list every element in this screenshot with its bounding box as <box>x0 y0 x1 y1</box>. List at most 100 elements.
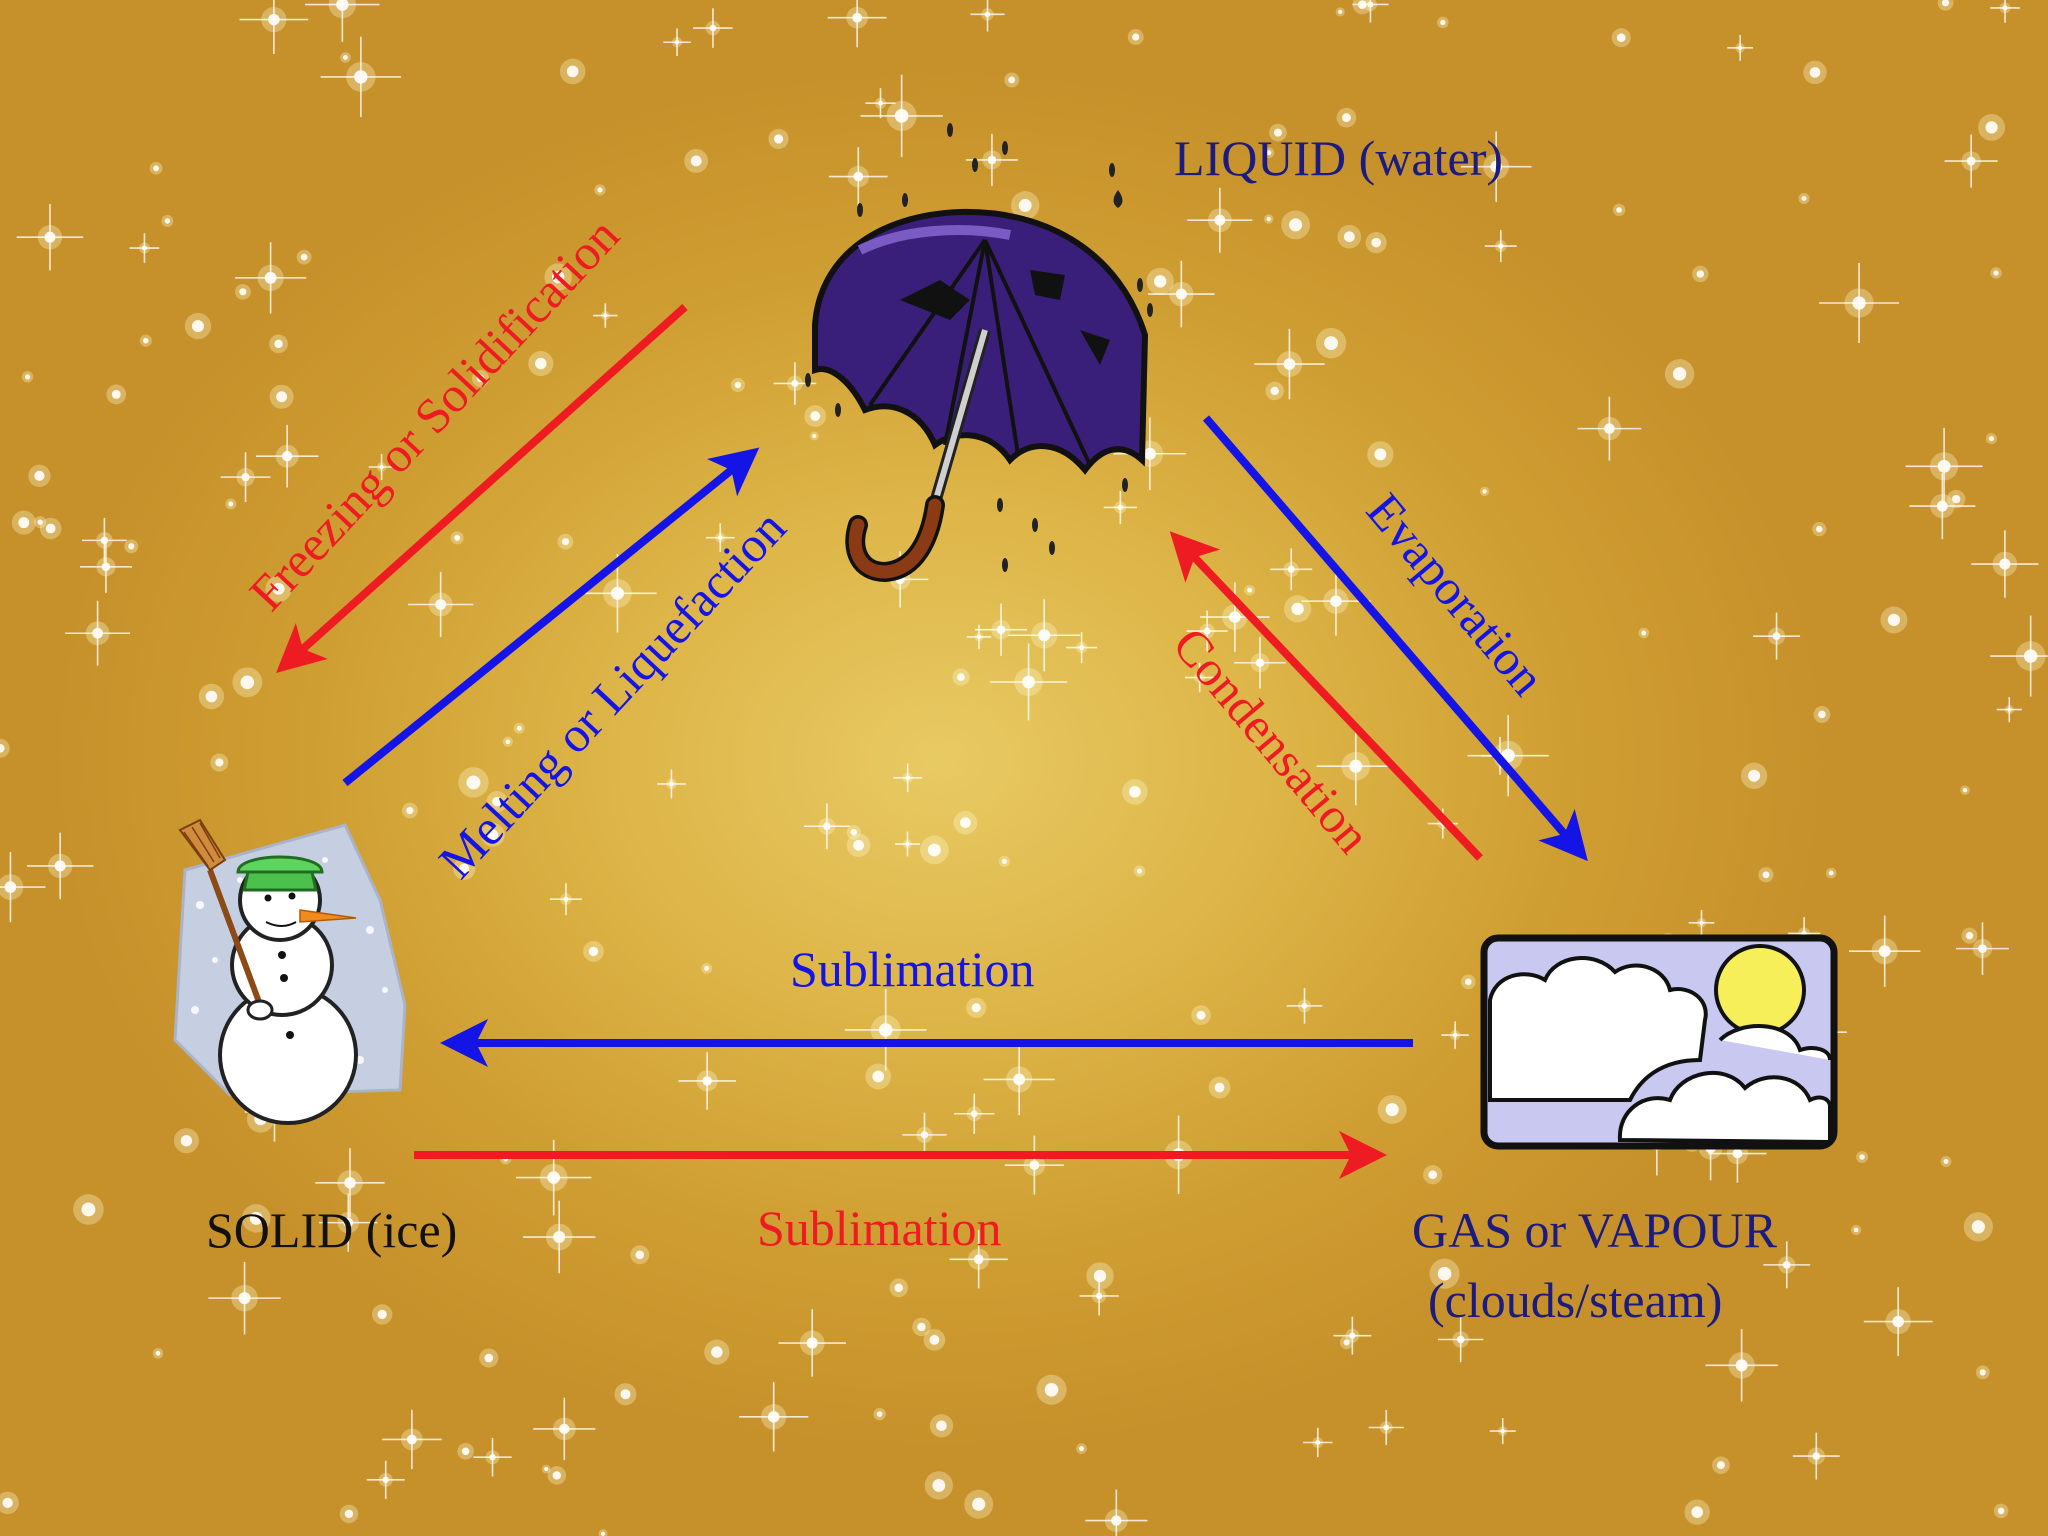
sparkle <box>1611 28 1631 48</box>
sparkle <box>1905 427 1983 505</box>
umbrella-rain-icon <box>805 123 1153 583</box>
sparkle <box>0 738 10 758</box>
sparkle <box>865 88 896 119</box>
sparkle <box>315 1148 385 1218</box>
sparkle <box>920 835 949 865</box>
melting-arrow <box>342 447 760 787</box>
sparkle <box>1753 612 1801 660</box>
sparkle <box>1004 1135 1064 1195</box>
sparkle <box>966 624 992 650</box>
sparkle <box>481 823 505 847</box>
sparkle <box>269 334 288 354</box>
sparkle <box>1638 627 1650 639</box>
sparkle <box>1975 1365 1990 1380</box>
sparkle <box>1437 16 1449 29</box>
sparkle <box>21 371 34 383</box>
sparkle <box>1429 1258 1460 1289</box>
sparkle <box>768 128 789 150</box>
sparkle <box>1368 1409 1404 1446</box>
label-sublimation-bottom: Sublimation <box>757 1200 1002 1256</box>
sparkle <box>124 539 139 554</box>
sparkle <box>954 1093 995 1134</box>
sparkle <box>65 600 131 666</box>
sparkle <box>902 1112 947 1158</box>
sparkle <box>1996 696 2022 723</box>
sparkle <box>1076 1443 1087 1455</box>
sparkle <box>1825 867 1837 879</box>
sparkle <box>593 303 618 328</box>
sparkle <box>1234 636 1286 689</box>
sparkle <box>828 147 888 206</box>
sparkle <box>705 523 735 553</box>
sparkle <box>225 498 237 510</box>
sparkle <box>81 517 127 563</box>
sparkle <box>1577 396 1642 461</box>
sparkle <box>1010 191 1040 220</box>
sparkle <box>401 802 418 819</box>
sparkle <box>255 424 319 488</box>
sparkle <box>1244 584 1255 596</box>
sparkle <box>0 851 46 923</box>
sparkle <box>1122 778 1148 805</box>
sparkle <box>1208 1076 1231 1099</box>
sparkle <box>970 0 1005 32</box>
label-liquid: LIQUID (water) <box>1174 130 1504 186</box>
sparkle <box>1727 34 1754 61</box>
sparkle <box>1283 595 1312 623</box>
sparkle <box>1286 988 1323 1024</box>
label-gas-line2: (clouds/steam) <box>1428 1272 1723 1328</box>
sparkle <box>809 431 819 441</box>
sparkle <box>894 831 920 857</box>
sparkle <box>1813 706 1831 723</box>
sparkle <box>1301 566 1371 636</box>
sparkle <box>929 1414 954 1438</box>
sparkle <box>533 1397 596 1461</box>
sparkle <box>1763 1241 1811 1289</box>
sparkle <box>1148 260 1215 328</box>
evaporation-arrow <box>1202 415 1588 862</box>
sparkle <box>1254 328 1325 400</box>
sparkle <box>630 1245 650 1265</box>
sparkle <box>730 377 745 393</box>
sparkle <box>1740 762 1768 789</box>
sparkle <box>1184 662 1215 693</box>
sparkle <box>803 803 850 850</box>
sparkle <box>220 452 271 503</box>
sparkle <box>1705 1329 1778 1402</box>
sparkle <box>949 1230 1008 1289</box>
sparkle <box>846 833 871 858</box>
sparkle <box>1316 727 1395 806</box>
sparkle <box>865 1063 892 1090</box>
sparkle <box>479 1348 499 1368</box>
sparkle <box>578 554 657 633</box>
sparkle <box>1940 1155 1952 1167</box>
sparkle <box>1423 1165 1443 1185</box>
sparkle <box>39 517 62 540</box>
sparkle <box>1187 187 1253 253</box>
sparkle <box>1909 473 1976 540</box>
sparkle <box>173 1128 199 1154</box>
sparkle <box>152 1348 164 1359</box>
sparkle <box>1484 230 1517 263</box>
sparkle <box>1079 1276 1119 1316</box>
sparkle <box>1489 1418 1516 1445</box>
sparkle <box>1339 1335 1354 1350</box>
sparkle <box>1127 29 1144 45</box>
sparkle <box>1333 1316 1372 1355</box>
sparkle <box>1758 867 1774 883</box>
sparkle <box>550 883 582 916</box>
sparkle <box>1133 865 1146 877</box>
sparkle <box>473 1438 512 1477</box>
sparkle <box>1441 1021 1469 1049</box>
sparkle <box>382 1409 442 1470</box>
sparkle <box>924 1471 953 1500</box>
sparkle <box>265 575 292 602</box>
sparkle <box>339 1504 359 1524</box>
sparkle <box>1612 203 1626 217</box>
sparkle <box>1264 214 1274 224</box>
sparkle <box>559 58 586 85</box>
sparkle <box>1008 599 1081 672</box>
sparkle <box>340 52 351 63</box>
sparkle <box>1798 192 1810 205</box>
